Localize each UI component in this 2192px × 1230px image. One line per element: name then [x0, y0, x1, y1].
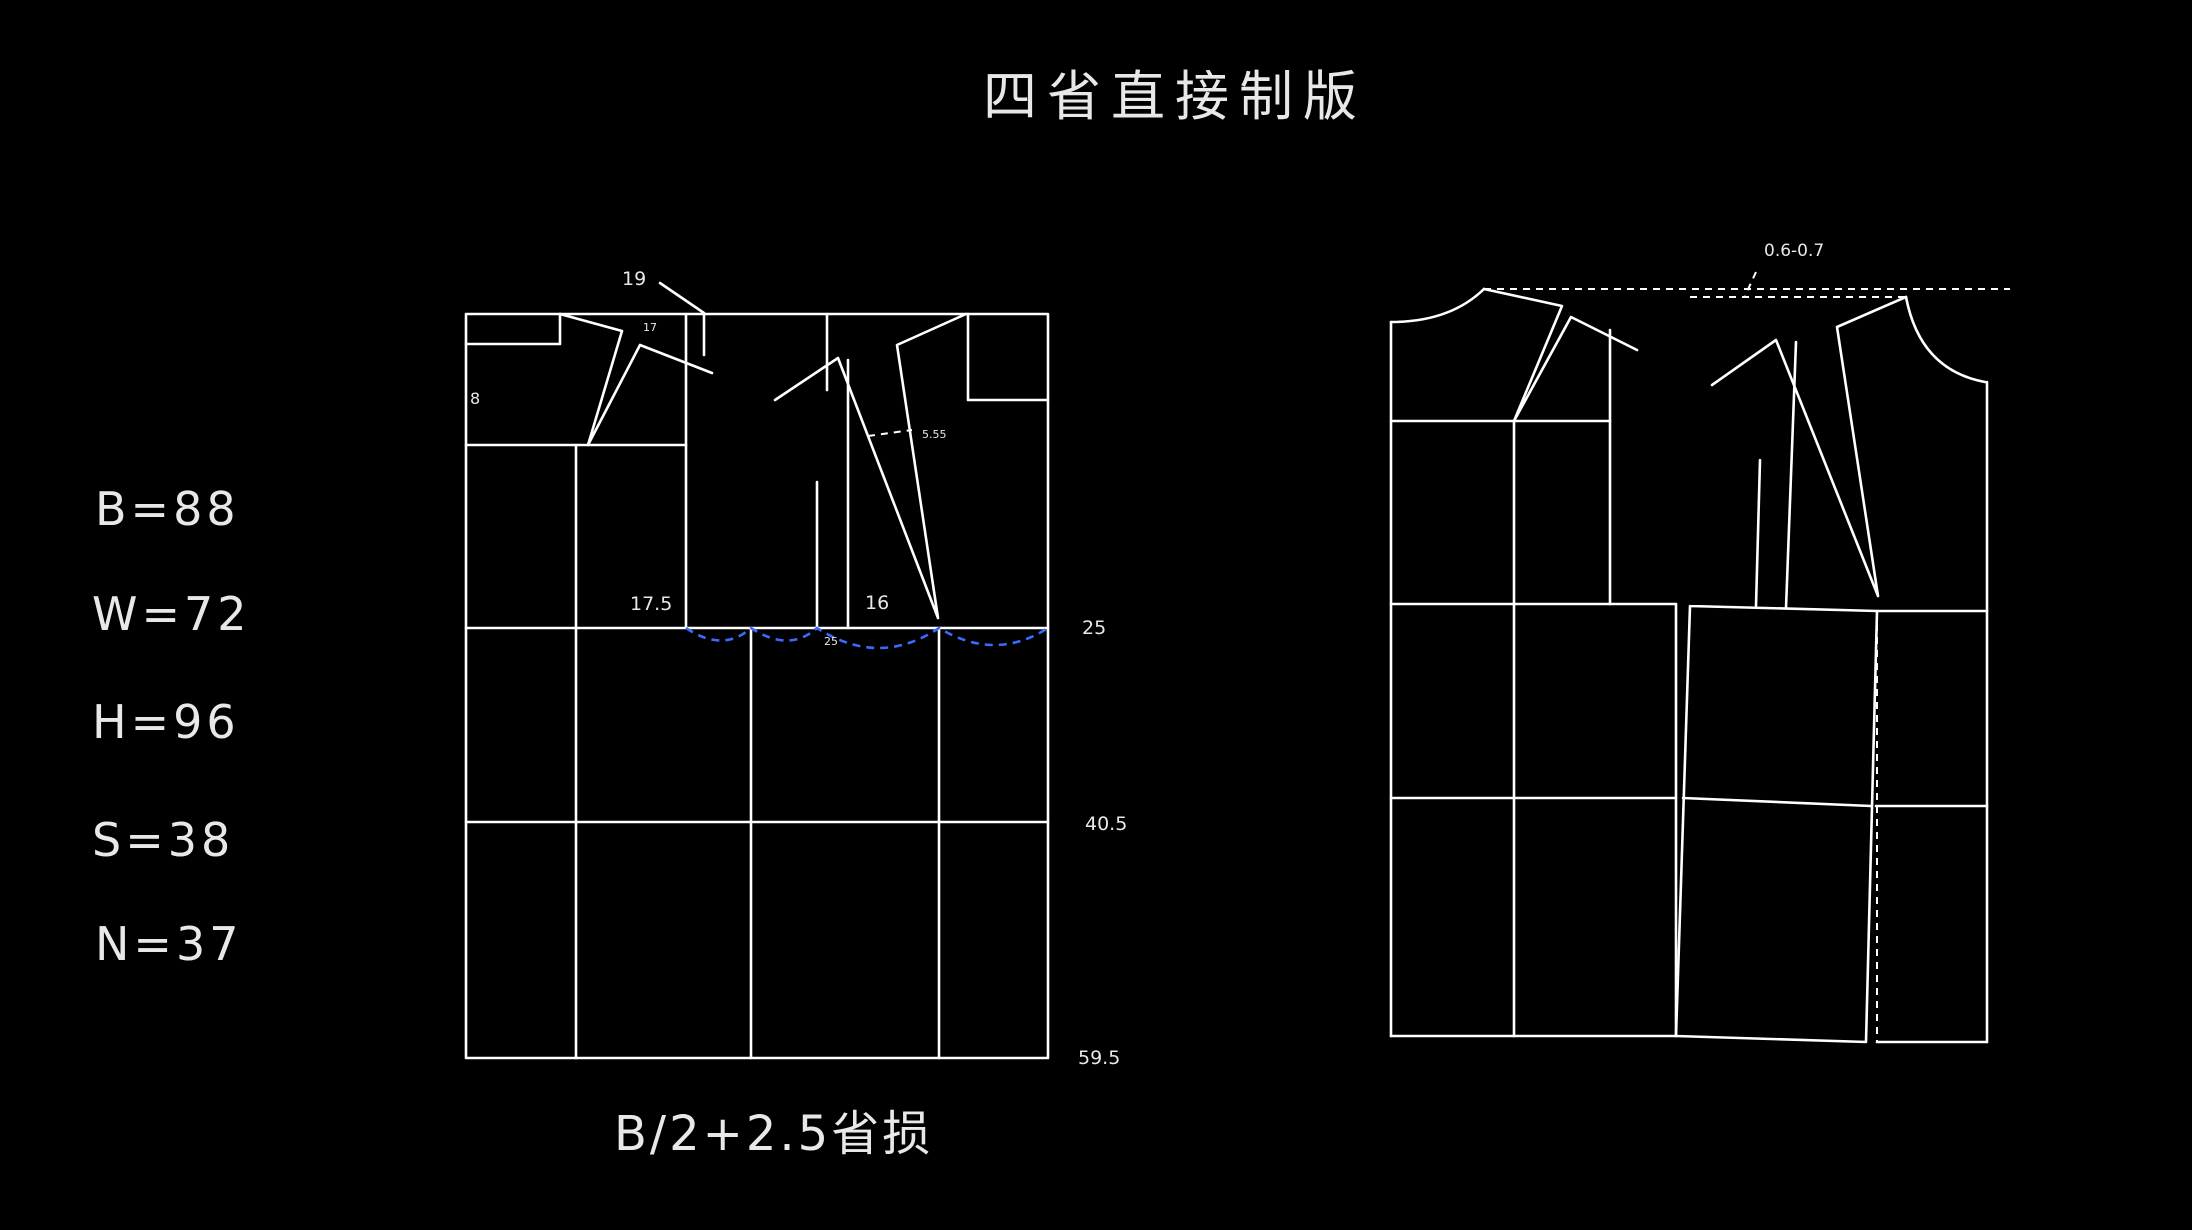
label-8: 8: [470, 389, 480, 408]
label-40-5: 40.5: [1085, 813, 1127, 835]
left-back-neck: [464, 312, 562, 346]
right-side-dart-line: [1754, 458, 1762, 608]
right-front-armhole-dart: [1710, 295, 1908, 598]
right-front-hip-line: [1681, 796, 1873, 808]
right-back-neck-curve: [1389, 287, 1486, 324]
right-back-shoulder-dart: [1482, 287, 1639, 423]
label-dart-side: 5.55: [922, 428, 947, 441]
measurement-neck: N=37: [95, 917, 243, 971]
right-front-armhole-line: [1784, 340, 1798, 610]
left-back-shoulder-dart: [558, 312, 714, 447]
measurement-hip: H=96: [92, 695, 240, 749]
measurement-shoulder: S=38: [92, 813, 234, 867]
right-front-side-panel: [1674, 604, 1879, 1044]
label-17-5: 17.5: [630, 593, 672, 615]
left-front-armhole-dart: [773, 312, 968, 620]
label-25: 25: [1082, 617, 1106, 639]
label-59-5: 59.5: [1078, 1047, 1120, 1069]
left-dart-depth-dash: [867, 429, 913, 437]
left-pattern-draft: 19 8 17 5.55 17.5 16 25 25 40.5 59.5 B/2…: [464, 268, 1127, 1162]
measurement-list: B=88 W=72 H=96 S=38 N=37: [92, 482, 251, 971]
measurement-bust: B=88: [95, 482, 240, 536]
right-pattern-draft: 0.6-0.7: [1389, 241, 2010, 1044]
label-19: 19: [622, 268, 646, 290]
right-shoulder-slope-dash: [1744, 271, 1757, 297]
label-dart-top: 17: [643, 321, 657, 334]
left-frame: [464, 312, 1050, 1060]
page-title: 四省直接制版: [983, 65, 1367, 128]
right-front-neck-curve: [1904, 295, 1987, 384]
left-shoulder-marker: [658, 281, 706, 357]
label-25-small: 25: [824, 635, 838, 648]
left-front-neck: [966, 312, 1050, 402]
measurement-waist: W=72: [92, 587, 251, 641]
label-16: 16: [865, 592, 889, 614]
label-0-6-0-7: 0.6-0.7: [1764, 241, 1824, 261]
left-draft-caption: B/2+2.5省损: [614, 1106, 933, 1162]
left-ease-curve: [685, 626, 1049, 650]
